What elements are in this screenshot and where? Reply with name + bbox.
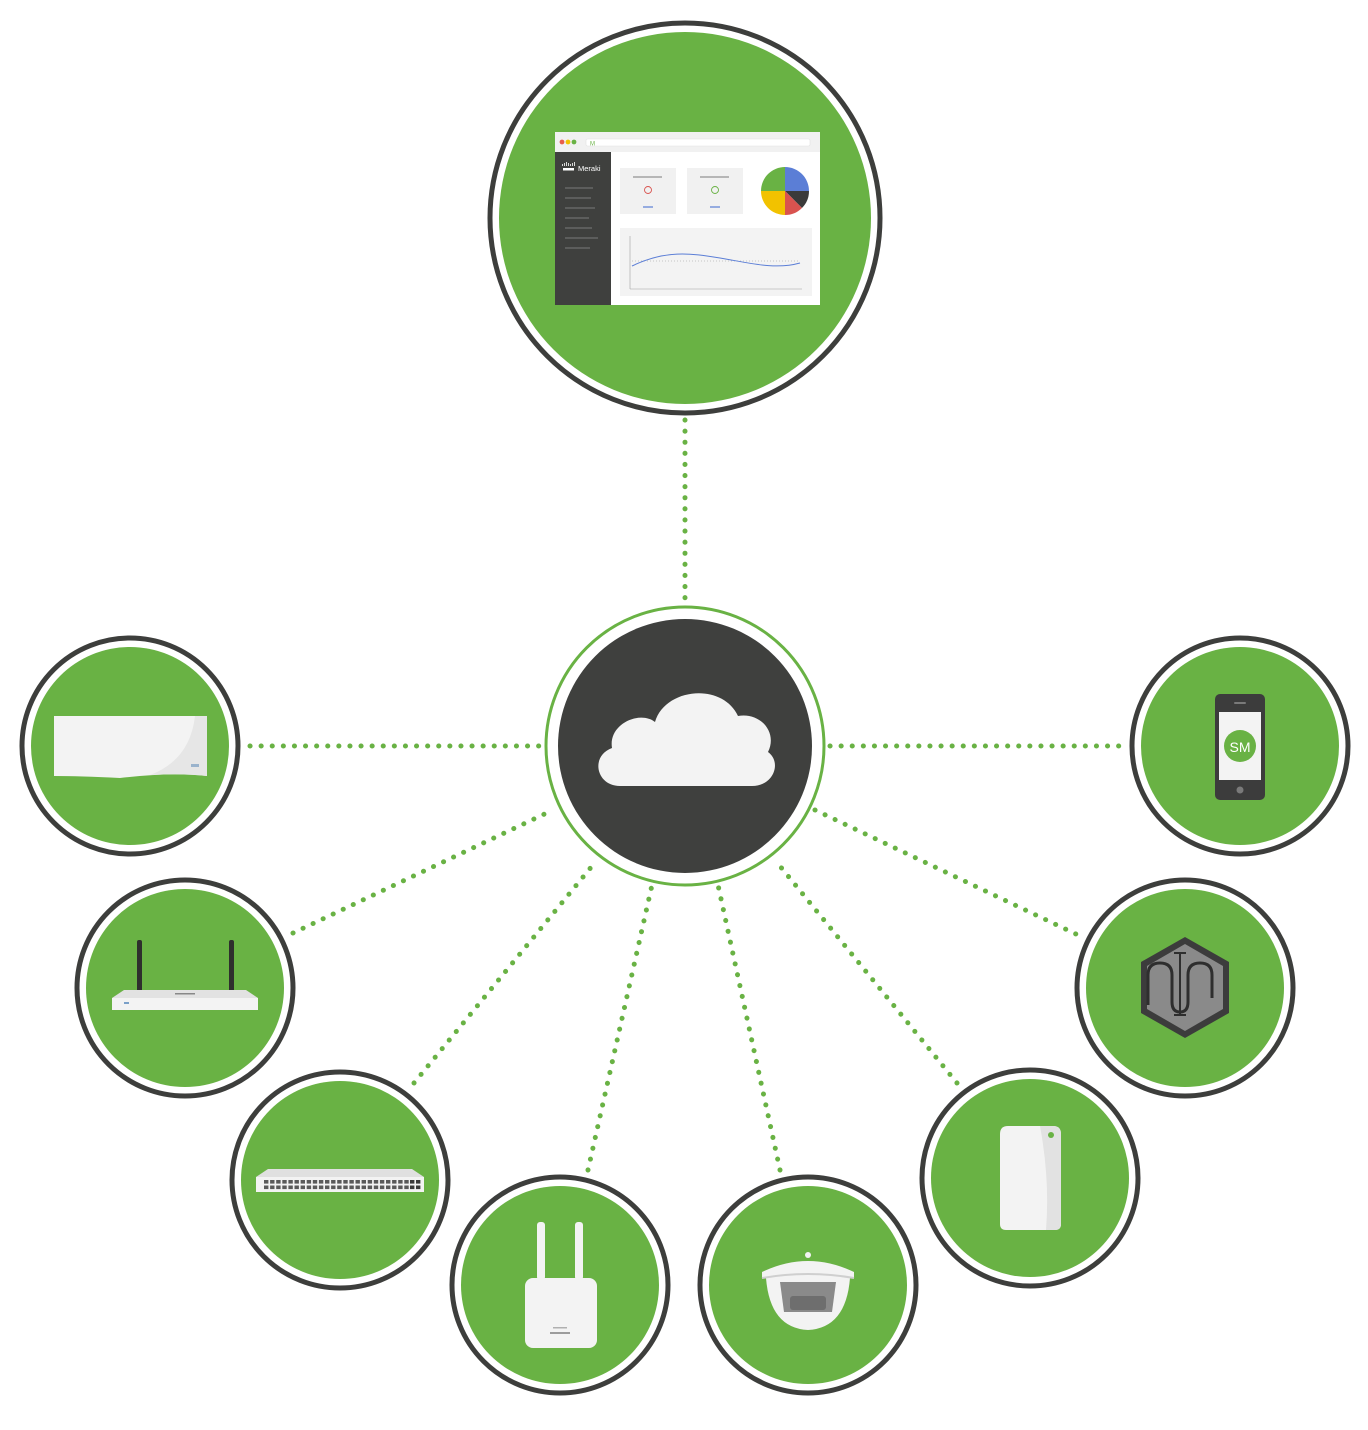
switch-port bbox=[276, 1180, 281, 1184]
switch-port bbox=[355, 1185, 360, 1190]
rack-switch-icon bbox=[256, 1169, 424, 1192]
switch-port bbox=[404, 1185, 409, 1190]
switch-port bbox=[386, 1180, 391, 1184]
pie-slice bbox=[761, 191, 785, 215]
switch-port bbox=[312, 1180, 318, 1184]
pie-chart bbox=[761, 167, 809, 215]
switch-port bbox=[294, 1180, 299, 1184]
connector-access-point bbox=[585, 882, 655, 1173]
switch-port bbox=[282, 1185, 287, 1190]
switch-port bbox=[318, 1180, 324, 1184]
switch-port bbox=[355, 1180, 360, 1184]
switch-port bbox=[331, 1185, 336, 1190]
switch-node[interactable] bbox=[229, 1069, 451, 1291]
pie-slice bbox=[785, 191, 802, 215]
switch-port bbox=[300, 1185, 305, 1190]
switch-port bbox=[325, 1180, 330, 1184]
router-with-antennas-icon bbox=[112, 940, 258, 1010]
uplink-port bbox=[410, 1180, 415, 1184]
connector-switch bbox=[411, 857, 600, 1086]
access-point-node[interactable] bbox=[449, 1174, 671, 1396]
switch-port bbox=[300, 1180, 305, 1184]
url-mark: M bbox=[590, 141, 595, 147]
alert-status-card bbox=[620, 168, 676, 214]
pie-slice bbox=[785, 191, 809, 208]
switch-port bbox=[306, 1185, 312, 1190]
switch-port bbox=[398, 1185, 403, 1190]
switch-port bbox=[294, 1185, 299, 1190]
switch-port bbox=[270, 1185, 275, 1190]
connector-sensor bbox=[772, 857, 960, 1086]
dashboard-window: M Meraki bbox=[555, 132, 820, 305]
switch-port bbox=[337, 1185, 342, 1190]
switch-port bbox=[361, 1185, 366, 1190]
systems-manager-node[interactable]: SM bbox=[1129, 635, 1351, 857]
uplink-port bbox=[410, 1185, 415, 1190]
cloud-icon bbox=[598, 693, 775, 786]
switch-port bbox=[373, 1180, 379, 1184]
switch-port bbox=[282, 1180, 287, 1184]
switch-port bbox=[270, 1180, 275, 1184]
switch-port bbox=[361, 1180, 366, 1184]
ok-status-card bbox=[687, 168, 743, 214]
sensor-node[interactable] bbox=[919, 1067, 1141, 1289]
hexagon-insight-icon bbox=[1141, 937, 1229, 1038]
dome-camera-icon bbox=[761, 1252, 855, 1330]
connector-insight bbox=[812, 807, 1081, 938]
switch-port bbox=[379, 1180, 385, 1184]
switch-port bbox=[312, 1185, 318, 1190]
switch-port bbox=[306, 1180, 312, 1184]
switch-port bbox=[318, 1185, 324, 1190]
switch-port bbox=[386, 1185, 391, 1190]
switch-port bbox=[367, 1185, 373, 1190]
dashboard-node[interactable]: M Meraki bbox=[487, 20, 883, 416]
switch-port bbox=[379, 1185, 385, 1190]
switch-port bbox=[264, 1185, 269, 1190]
switch-port bbox=[288, 1185, 293, 1190]
connector-router bbox=[290, 807, 556, 936]
security-appliance-icon bbox=[54, 716, 207, 778]
switch-port bbox=[349, 1185, 354, 1190]
pie-slice bbox=[785, 167, 809, 191]
switch-port bbox=[343, 1185, 348, 1190]
switch-port bbox=[264, 1180, 269, 1184]
switch-port bbox=[404, 1180, 409, 1184]
switch-port bbox=[392, 1180, 397, 1184]
switch-port bbox=[343, 1180, 348, 1184]
switch-port bbox=[337, 1180, 342, 1184]
pie-slice bbox=[761, 167, 785, 191]
cloud-hub-node[interactable] bbox=[544, 605, 826, 887]
smartphone-icon: SM bbox=[1215, 694, 1265, 800]
access-point-icon bbox=[525, 1222, 597, 1348]
brand-logo-text: Meraki bbox=[578, 164, 601, 173]
camera-node[interactable] bbox=[697, 1174, 919, 1396]
switch-port bbox=[325, 1185, 330, 1190]
systems-manager-label: SM bbox=[1230, 739, 1251, 755]
switch-port bbox=[349, 1180, 354, 1184]
switch-port bbox=[288, 1180, 293, 1184]
connector-lines bbox=[247, 417, 1125, 1173]
switch-port bbox=[331, 1180, 336, 1184]
uplink-port bbox=[416, 1185, 421, 1190]
security-appliance-node[interactable] bbox=[19, 635, 241, 857]
uplink-port bbox=[416, 1180, 421, 1184]
insight-node[interactable] bbox=[1074, 877, 1296, 1099]
switch-port bbox=[392, 1185, 397, 1190]
switch-port bbox=[398, 1180, 403, 1184]
sidebar-menu-lines bbox=[565, 187, 598, 249]
switch-port bbox=[276, 1185, 281, 1190]
cisco-logo-icon bbox=[562, 162, 575, 171]
switch-port bbox=[367, 1180, 373, 1184]
connector-camera bbox=[715, 882, 783, 1173]
router-node[interactable] bbox=[74, 877, 296, 1099]
line-graph-card bbox=[620, 228, 812, 296]
sensor-icon bbox=[1000, 1126, 1061, 1230]
switch-port bbox=[373, 1185, 379, 1190]
